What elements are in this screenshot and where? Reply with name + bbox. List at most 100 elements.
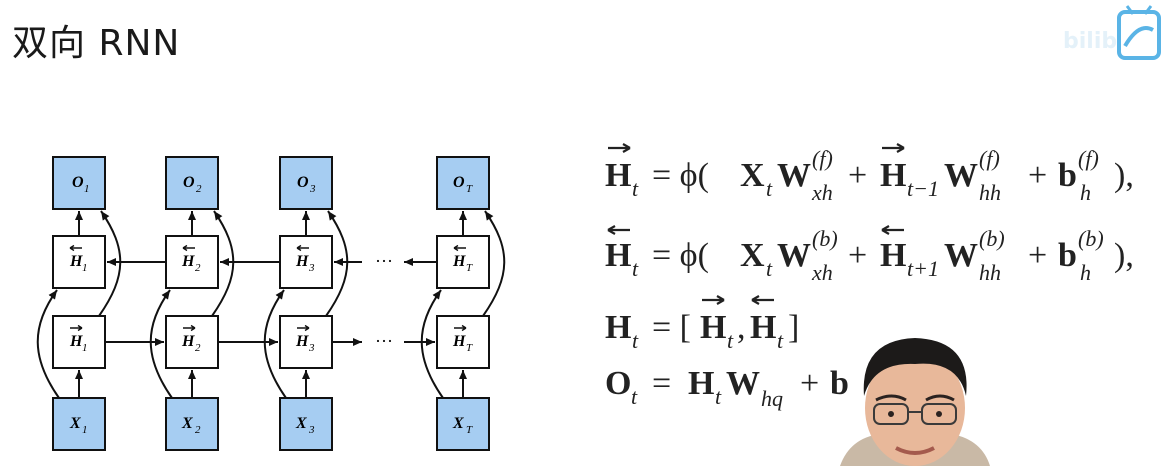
bilibili-watermark: bilibili <box>1063 5 1161 60</box>
svg-text:),: ), <box>1114 157 1134 194</box>
svg-text:xh: xh <box>811 180 833 205</box>
svg-text:1: 1 <box>82 342 88 354</box>
svg-text:(f): (f) <box>979 146 1000 171</box>
svg-text:H: H <box>880 157 906 194</box>
right-arrow-accent <box>454 324 467 332</box>
right-arrow-accent <box>297 324 310 332</box>
svg-text:H: H <box>295 253 309 270</box>
svg-text:2: 2 <box>195 342 201 354</box>
ellipsis-forward: ··· <box>375 331 393 351</box>
svg-text:W: W <box>777 157 811 194</box>
svg-text:T: T <box>466 342 473 354</box>
svg-text:+: + <box>848 237 867 274</box>
formula-block: H t = ϕ( X t W (f) xh + H t−1 W (f) hh +… <box>605 143 1134 411</box>
svg-text:W: W <box>726 365 760 402</box>
svg-text:(b): (b) <box>812 226 838 251</box>
curve-forward-to-output-3 <box>482 210 506 317</box>
svg-text:X: X <box>181 415 193 432</box>
svg-text:hh: hh <box>979 260 1001 285</box>
left-arrow-accent <box>751 295 774 305</box>
svg-text:H: H <box>181 253 195 270</box>
right-arrow-accent <box>608 143 631 153</box>
svg-text:T: T <box>466 262 473 274</box>
svg-text:(b): (b) <box>1078 226 1104 251</box>
svg-text:1: 1 <box>82 262 88 274</box>
svg-text:t: t <box>632 176 639 201</box>
right-arrow-accent <box>702 295 725 305</box>
left-arrow-accent <box>607 225 630 235</box>
svg-text:W: W <box>944 237 978 274</box>
forward-hidden-box-3: H 3 <box>279 315 333 369</box>
svg-text:H: H <box>295 333 309 350</box>
svg-text:X: X <box>740 157 765 194</box>
svg-text:2: 2 <box>196 183 202 195</box>
left-arrow-accent <box>69 244 82 252</box>
svg-text:t: t <box>631 384 638 409</box>
svg-text:+: + <box>1028 237 1047 274</box>
svg-text:= ϕ(: = ϕ( <box>652 237 709 274</box>
right-arrow-accent <box>183 324 196 332</box>
svg-text:3: 3 <box>308 342 315 354</box>
svg-text:H: H <box>688 365 714 402</box>
svg-text:H: H <box>181 333 195 350</box>
svg-text:t+1: t+1 <box>907 256 939 281</box>
glasses-icon <box>873 403 957 425</box>
svg-text:X: X <box>69 415 81 432</box>
presenter-face <box>863 338 967 466</box>
time-step-1: O 1 H 1 H 1 X 1 <box>52 156 106 451</box>
svg-text:H: H <box>452 333 466 350</box>
svg-text:O: O <box>605 365 631 402</box>
svg-text:O: O <box>453 174 465 191</box>
svg-text:O: O <box>297 174 309 191</box>
svg-text:= ϕ(: = ϕ( <box>652 157 709 194</box>
svg-text:]: ] <box>788 309 799 346</box>
svg-text:3: 3 <box>308 424 315 436</box>
svg-text:t−1: t−1 <box>907 176 939 201</box>
input-box-1: X 1 <box>52 397 106 451</box>
output-box-3: O 3 <box>279 156 333 210</box>
svg-text:3: 3 <box>308 262 315 274</box>
svg-text:H: H <box>750 309 776 346</box>
right-arrow-accent <box>70 324 83 332</box>
svg-text:b: b <box>830 365 849 402</box>
svg-text:H: H <box>605 309 631 346</box>
formula-output: O t = H t W hq + b <box>605 365 849 411</box>
curve-input-to-backward-0 <box>36 289 60 399</box>
svg-text:+: + <box>848 157 867 194</box>
svg-text:X: X <box>295 415 307 432</box>
left-arrow-accent <box>453 244 466 252</box>
right-arrow-accent <box>882 143 905 153</box>
bilibili-tv-icon <box>1117 5 1161 60</box>
svg-text:X: X <box>452 415 464 432</box>
time-step-2: O 2 H 2 H 2 X 2 <box>165 156 219 451</box>
svg-text:hh: hh <box>979 180 1001 205</box>
svg-text:O: O <box>72 174 84 191</box>
svg-text:H: H <box>605 157 631 194</box>
backward-hidden-box-T: H T <box>436 235 490 289</box>
svg-text:t: t <box>777 328 784 353</box>
forward-hidden-box-T: H T <box>436 315 490 369</box>
forward-hidden-box-1: H 1 <box>52 315 106 369</box>
output-box-T: O T <box>436 156 490 210</box>
backward-hidden-box-2: H 2 <box>165 235 219 289</box>
svg-text:t: t <box>715 384 722 409</box>
svg-text:b: b <box>1058 237 1077 274</box>
formula-concat-hidden: H t = [ H t , H t ] <box>605 295 799 353</box>
left-arrow-accent <box>881 225 904 235</box>
svg-text:T: T <box>466 183 473 195</box>
input-box-T: X T <box>436 397 490 451</box>
left-arrow-accent <box>296 244 309 252</box>
svg-text:2: 2 <box>195 424 201 436</box>
svg-text:(f): (f) <box>812 146 833 171</box>
svg-text:(b): (b) <box>979 226 1005 251</box>
diagram-edges <box>36 210 506 399</box>
svg-text:T: T <box>466 424 473 436</box>
svg-text:H: H <box>605 237 631 274</box>
svg-text:hq: hq <box>761 386 783 411</box>
svg-text:b: b <box>1058 157 1077 194</box>
svg-text:X: X <box>740 237 765 274</box>
svg-text:t: t <box>766 176 773 201</box>
output-box-2: O 2 <box>165 156 219 210</box>
svg-text:H: H <box>700 309 726 346</box>
svg-text:H: H <box>880 237 906 274</box>
